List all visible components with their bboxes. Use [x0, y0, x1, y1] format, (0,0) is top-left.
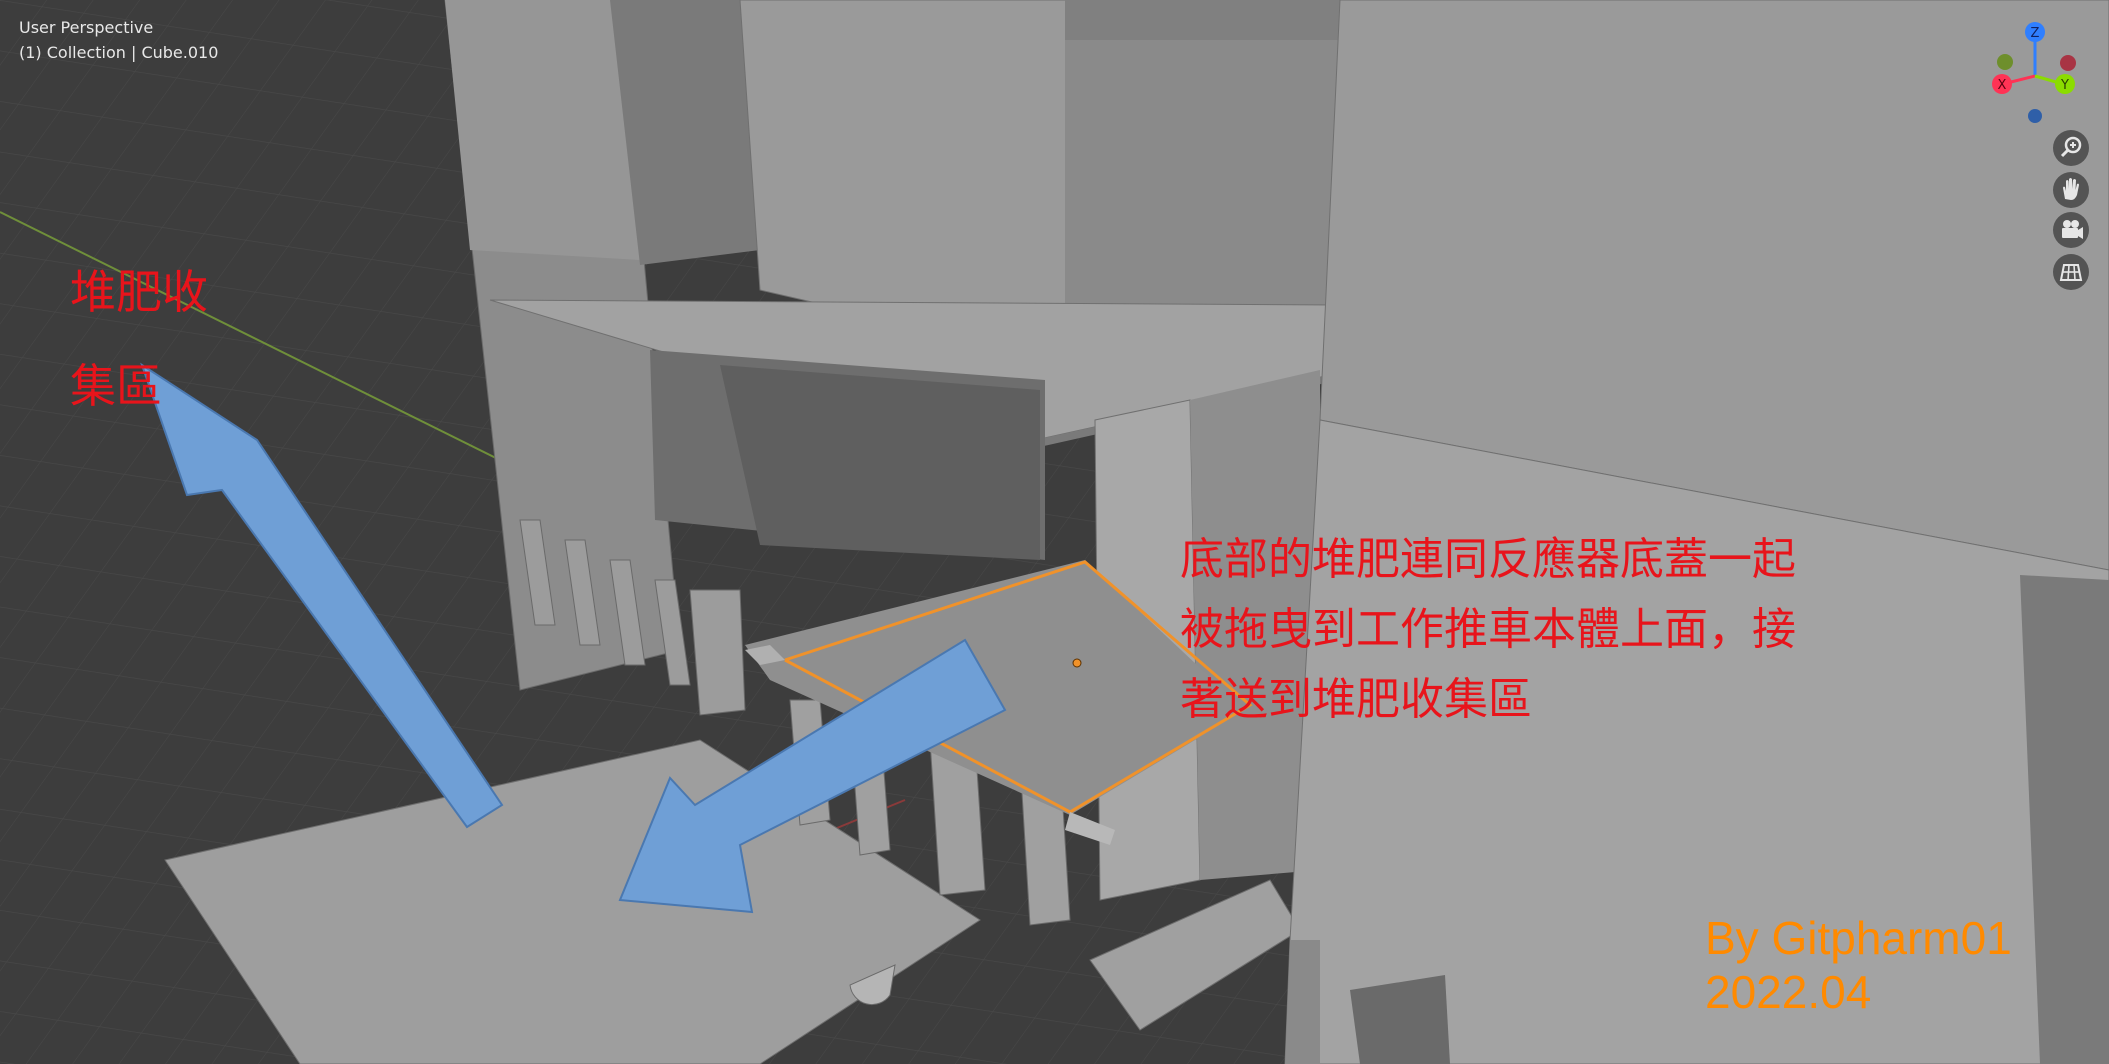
arrow-up-left — [140, 362, 504, 829]
zoom-button[interactable] — [2053, 130, 2089, 166]
zoom-icon — [2060, 136, 2082, 158]
view-name-label: User Perspective — [19, 18, 154, 37]
credit-author: By Gitpharm01 — [1705, 912, 2012, 964]
gizmo-neg-z — [2028, 109, 2042, 123]
reactor-lid-selected — [745, 560, 1245, 815]
wall-right-lower — [1284, 419, 2109, 1064]
collection-object-label: (1) Collection | Cube.010 — [19, 43, 219, 62]
compost-area-label: 堆肥收 集區 — [70, 265, 208, 413]
navigation-gizmo[interactable]: Z X Y — [1985, 18, 2095, 128]
gizmo-z-label: Z — [2031, 26, 2040, 41]
pan-button[interactable] — [2053, 172, 2089, 208]
wall-right — [1319, 0, 2109, 571]
gizmo-y-axis — [2055, 74, 2075, 94]
gizmo-z-axis — [2025, 22, 2045, 42]
credit-date: 2022.04 — [1705, 966, 1872, 1018]
camera-view-button[interactable] — [2053, 212, 2089, 248]
camera-icon — [2062, 220, 2083, 239]
left-fins — [519, 519, 746, 716]
gizmo-x-label: X — [1998, 78, 2007, 93]
process-description-label: 底部的堆肥連同反應器底蓋一起 被拖曳到工作推車本體上面，接 著送到堆肥收集區 — [1180, 534, 1796, 725]
gizmo-neg-x — [1997, 54, 2013, 70]
ortho-toggle-button[interactable] — [2053, 254, 2089, 290]
hand-pan-icon — [2063, 178, 2079, 200]
gizmo-y-label: Y — [2060, 78, 2069, 93]
grid-ortho-icon — [2059, 264, 2083, 281]
object-origin — [1072, 658, 1082, 668]
wheel — [849, 964, 896, 1005]
gizmo-x-axis — [1992, 74, 2012, 94]
gizmo-neg-y — [2060, 55, 2076, 71]
y-axis-line — [0, 211, 521, 471]
arrow-down-left — [618, 638, 1007, 914]
